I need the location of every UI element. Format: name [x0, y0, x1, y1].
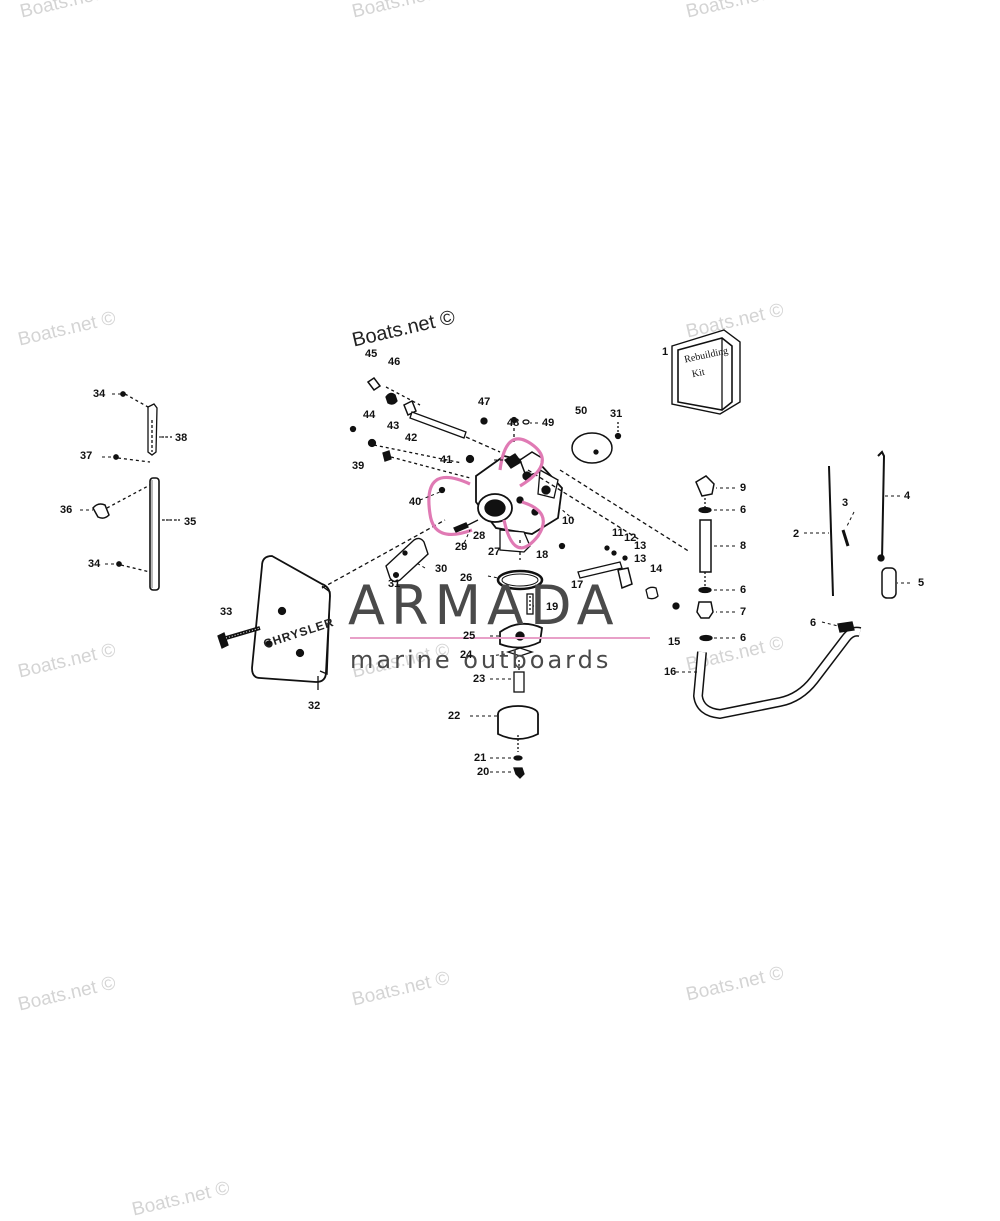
part-label: 11 [612, 527, 624, 539]
part-label: 3 [842, 497, 849, 509]
rod-assembly-left [92, 391, 180, 591]
parts-diagram: Boats.net © Boats.net © Boats.net © Boat… [16, 0, 925, 1220]
part-label: 2 [793, 528, 800, 540]
part-label: 8 [740, 540, 747, 552]
part-label: 15 [668, 636, 681, 648]
part-label: 45 [365, 348, 378, 360]
part-label: 37 [80, 450, 93, 462]
part-label: 6 [810, 617, 817, 629]
part-label: 4 [904, 490, 911, 502]
part-label: 42 [405, 432, 418, 444]
part-label: 13 [634, 553, 647, 565]
part-label: 27 [488, 546, 501, 558]
exploded-view-drawing [80, 329, 910, 779]
part-label: 30 [435, 563, 448, 575]
part-label: 35 [184, 516, 197, 528]
part-label: 39 [352, 460, 365, 472]
part-label: 10 [562, 515, 575, 527]
part-label: 5 [918, 577, 925, 589]
part-label: 17 [571, 579, 584, 591]
gasket-30 [385, 537, 429, 583]
part-label: 7 [740, 606, 747, 618]
part-label: 24 [460, 649, 473, 661]
part-label: 6 [740, 632, 747, 644]
part-label: 31 [388, 578, 401, 590]
linkage-rods [828, 450, 897, 599]
kit-box [671, 329, 741, 415]
part-label: 25 [463, 630, 476, 642]
part-label: 49 [542, 417, 555, 429]
part-label: 34 [88, 558, 101, 570]
part-label: 34 [93, 388, 106, 400]
front-cover [251, 519, 446, 690]
part-label: 21 [474, 752, 487, 764]
part-label: 31 [610, 408, 623, 420]
part-label: 19 [546, 601, 559, 613]
part-label: 32 [308, 700, 321, 712]
screw-33 [217, 626, 261, 649]
part-label: 14 [650, 563, 663, 575]
part-label: 6 [740, 504, 747, 516]
part-label: 40 [409, 496, 422, 508]
part-label: 22 [448, 710, 461, 722]
part-label: 46 [388, 356, 401, 368]
part-label: 33 [220, 606, 233, 618]
fuel-fitting-stack [695, 475, 715, 642]
float-bowl-assembly [496, 569, 544, 779]
throttle-shaft [349, 376, 501, 494]
part-label: 36 [60, 504, 73, 516]
part-label: 47 [478, 396, 491, 408]
part-label: 48 [507, 417, 520, 429]
plate-50 [571, 422, 622, 464]
fuel-hose [692, 621, 862, 720]
part-label: 43 [387, 420, 400, 432]
part-label: 44 [363, 409, 376, 421]
part-label: 18 [536, 549, 549, 561]
part-label: 41 [440, 454, 453, 466]
brand-tagline: marine outboards [350, 646, 612, 674]
part-label: 16 [664, 666, 677, 678]
part-label: 50 [575, 405, 588, 417]
part-label: 1 [662, 346, 669, 358]
part-label: 29 [455, 541, 468, 553]
brand-name: ARMADA [348, 574, 620, 637]
throttle-arm [558, 542, 680, 610]
carburetor-body [453, 416, 691, 560]
brand-emblem [427, 437, 545, 550]
part-label: 20 [477, 766, 490, 778]
part-label: 28 [473, 530, 486, 542]
brand-divider [350, 637, 650, 639]
part-label: 23 [473, 673, 486, 685]
part-label: 13 [634, 540, 647, 552]
part-label: 38 [175, 432, 188, 444]
part-label: 9 [740, 482, 747, 494]
part-label: 6 [740, 584, 747, 596]
leader-lines [80, 393, 910, 773]
part-label: 12 [624, 532, 637, 544]
part-label: 26 [460, 572, 473, 584]
watermark: Boats.net © [130, 1177, 232, 1221]
